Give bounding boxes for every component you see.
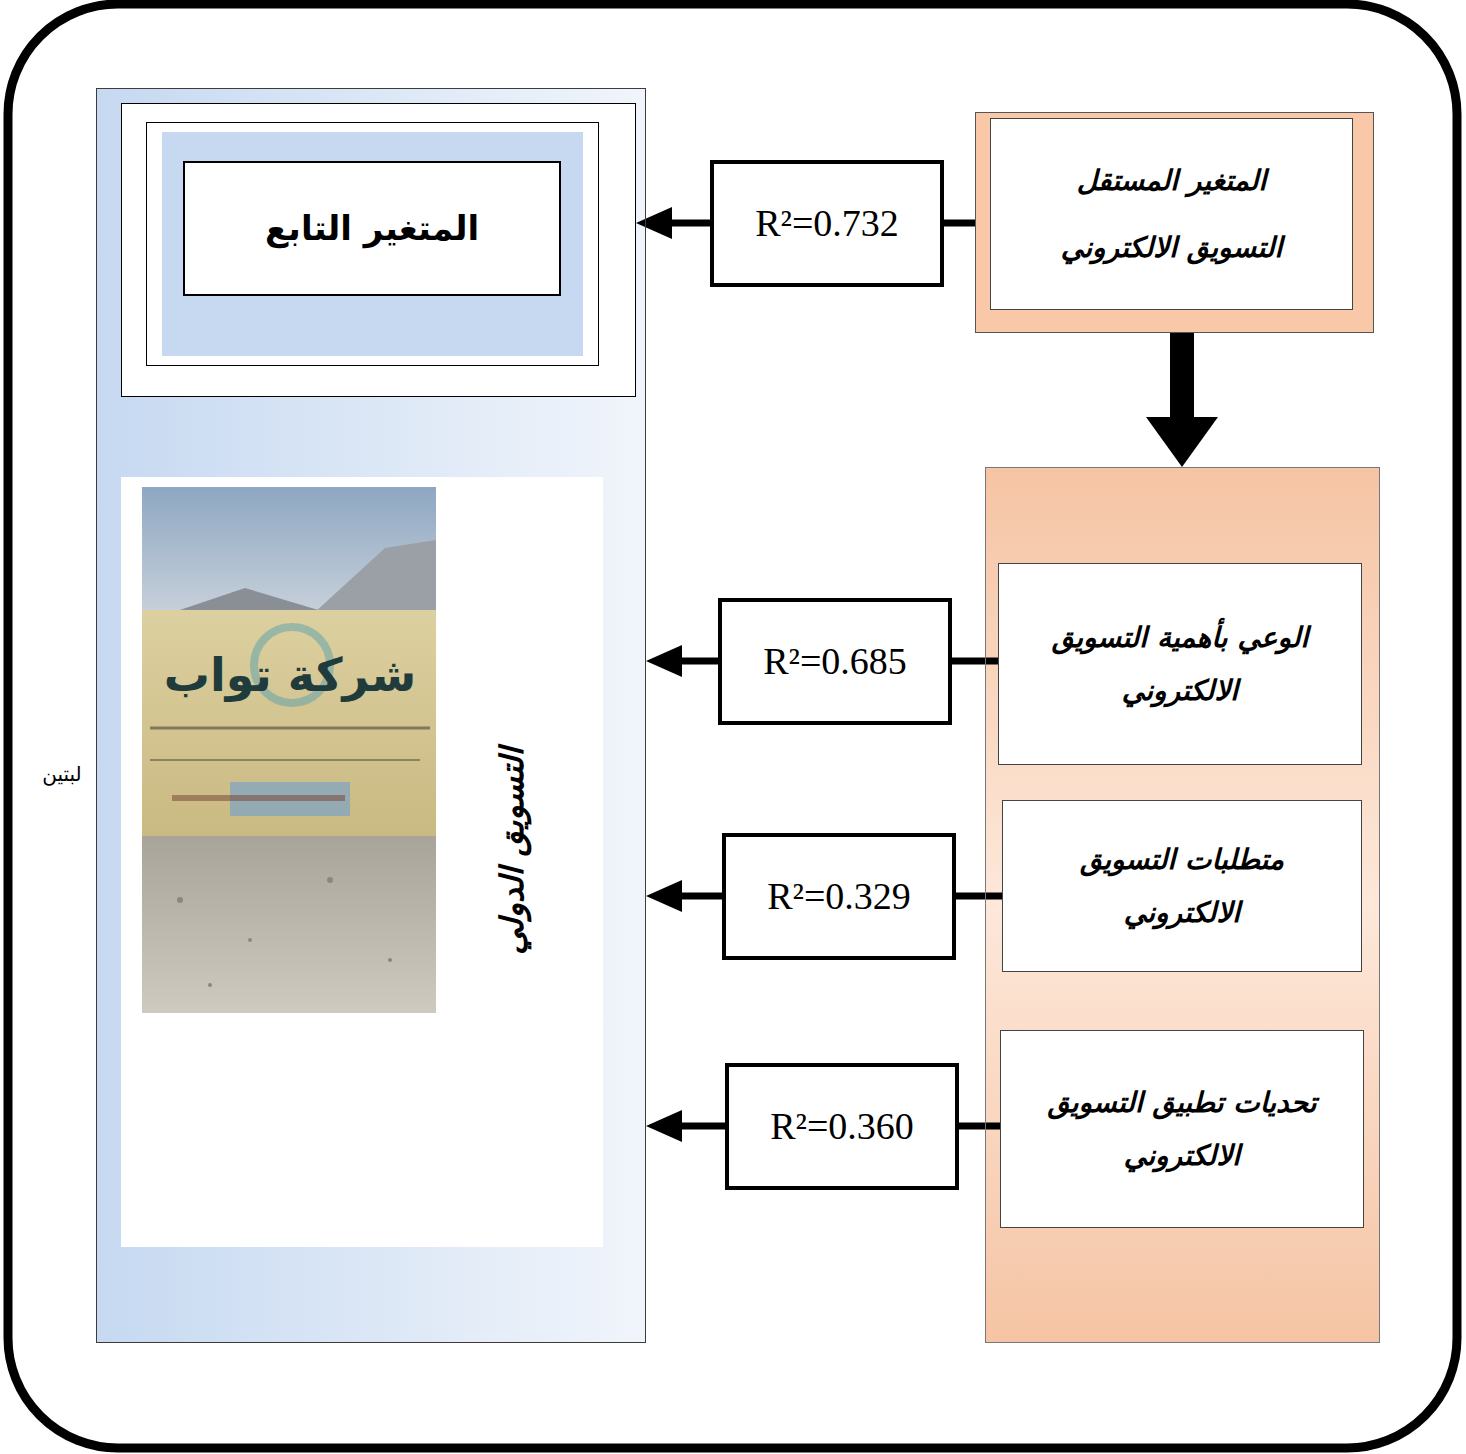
node-text: تحديات تطبيق التسويق الالكتروني xyxy=(1029,1076,1335,1182)
margin-note: لبتين xyxy=(30,762,94,786)
node-text: المتغير التابع xyxy=(265,205,479,253)
node-text: التسويق الدولي xyxy=(492,747,534,954)
outer-frame xyxy=(8,4,1457,1448)
inner-frame: المتغير التابع xyxy=(146,122,599,366)
vertical-holder: التسويق الدولي xyxy=(492,747,534,954)
r-squared-label: R²=0.732 xyxy=(710,160,944,287)
white-area xyxy=(121,477,603,1247)
company-photo xyxy=(142,487,436,1013)
dependent-panel: التسويق الدولي المتغير التابع xyxy=(96,88,646,1343)
r-squared-label: R²=0.360 xyxy=(725,1063,959,1190)
title-box: المتغير التابع xyxy=(183,161,561,296)
connector-arrow xyxy=(1170,333,1194,417)
independent-box: المتغير المستقل التسويق الالكتروني xyxy=(975,112,1374,333)
dependent-box: المتغير التابع xyxy=(121,103,636,397)
dimension-box: الوعي بأهمية التسويق الالكتروني xyxy=(998,563,1362,765)
node-text: التسويق الالكتروني xyxy=(1061,228,1282,267)
panel-fill xyxy=(985,467,1380,1343)
dimensions-panel: الوعي بأهمية التسويق الالكتروني متطلبات ا… xyxy=(985,467,1380,1343)
panel-fill xyxy=(96,88,646,1343)
dimension-box: متطلبات التسويق الالكتروني xyxy=(1002,800,1362,972)
inner-box: المتغير المستقل التسويق الالكتروني xyxy=(990,118,1353,310)
photo-sign: شركة تواب xyxy=(150,648,430,702)
r-squared-label: R²=0.685 xyxy=(718,598,952,725)
node-text: المتغير المستقل xyxy=(1077,161,1266,200)
r-squared-label: R²=0.329 xyxy=(722,833,956,960)
node-text: الوعي بأهمية التسويق الالكتروني xyxy=(1027,611,1333,717)
dimension-box: تحديات تطبيق التسويق الالكتروني xyxy=(1000,1030,1364,1228)
node-text: متطلبات التسويق الالكتروني xyxy=(1031,833,1333,939)
inner-fill: المتغير التابع xyxy=(162,132,583,356)
